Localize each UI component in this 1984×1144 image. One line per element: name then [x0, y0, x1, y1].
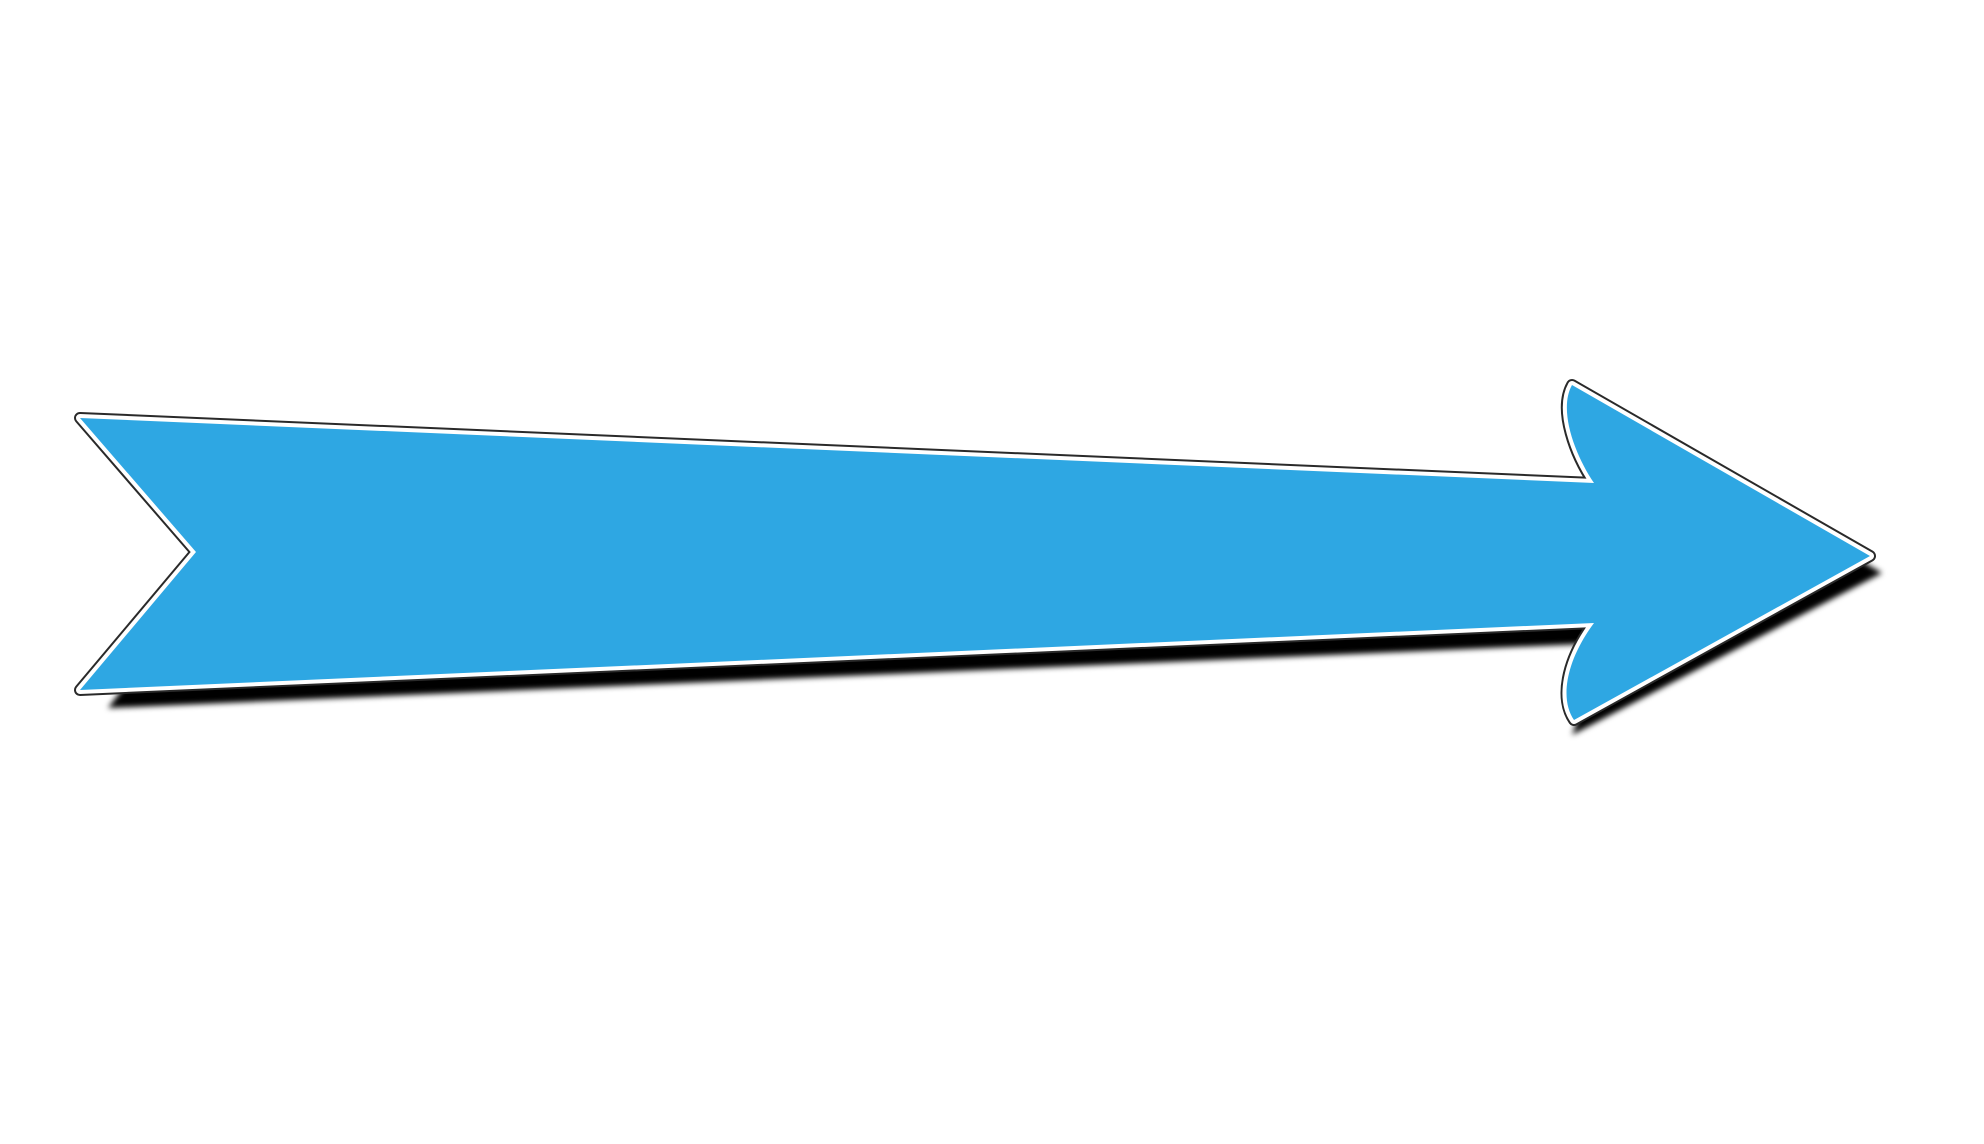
arrow-body [80, 385, 1870, 720]
